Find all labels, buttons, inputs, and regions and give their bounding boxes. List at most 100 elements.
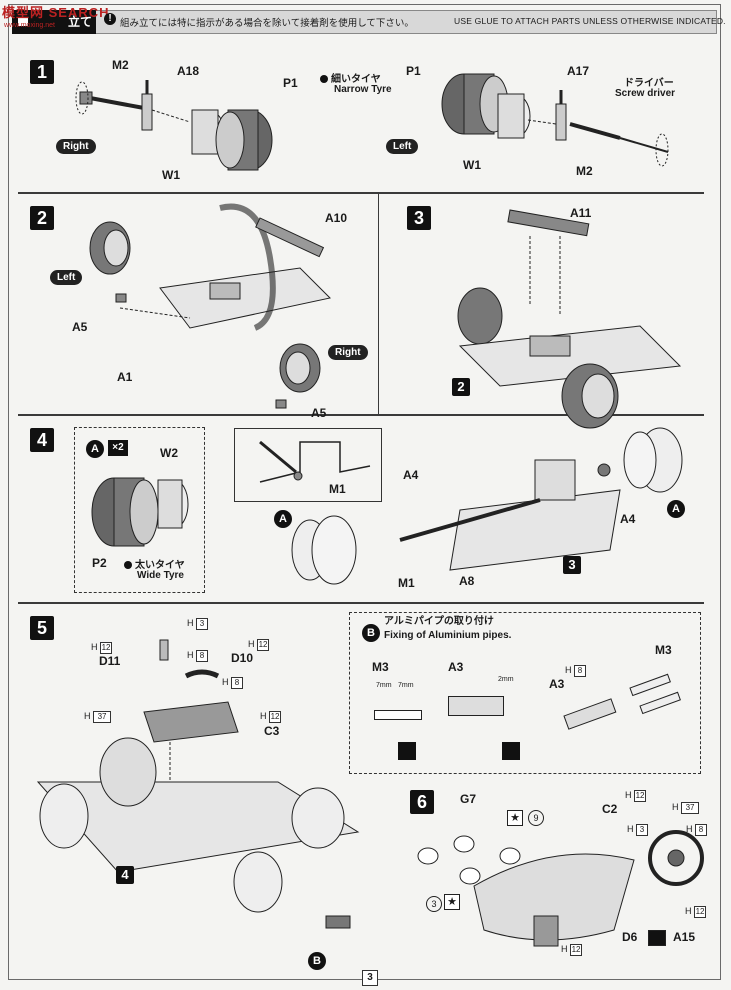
hcode-wheel-3: H 3 [627, 824, 649, 836]
step1-right-assembly [441, 73, 669, 167]
label-w1-right: W1 [463, 158, 481, 172]
divider-1 [18, 192, 704, 194]
label-a5-left: A5 [72, 320, 88, 334]
divider-v [378, 194, 379, 414]
narrow-tyre-en: Narrow Tyre [334, 84, 392, 95]
step4-detail-box [234, 428, 382, 502]
hcode-c3-12: H 12 [260, 711, 282, 723]
step-2-number: 2 [30, 206, 54, 230]
label-d10: D10 [231, 651, 254, 665]
hcode-d11-8: H 8 [187, 650, 209, 662]
circle-a-sub: A [86, 440, 104, 458]
glue-icon-2 [502, 742, 520, 760]
circle-b-chassis: B [308, 952, 326, 970]
step-6-number: 6 [410, 790, 434, 814]
label-a11: A11 [570, 206, 592, 220]
ref-step-3: 3 [563, 556, 581, 574]
step5-chassis-drawing [36, 639, 360, 929]
label-a5-right: A5 [311, 406, 327, 420]
ref-step-2: 2 [452, 378, 470, 396]
pipes-title-jp: アルミパイプの取り付け [384, 616, 494, 627]
label-a17: A17 [567, 64, 590, 78]
hcode-c3-37: H 37 [84, 711, 112, 723]
step-3-number: 3 [407, 206, 431, 230]
step4-subassembly-box [74, 427, 205, 593]
page-number: 3 [362, 970, 378, 986]
driver-jp: ドライバー [624, 78, 674, 89]
label-m1-detail: M1 [329, 482, 346, 496]
step4-rear-axle-drawing [291, 427, 683, 585]
hcode-wheel-37: H 37 [672, 802, 700, 814]
label-m3-assembly: M3 [655, 643, 672, 657]
label-a4-left: A4 [403, 468, 419, 482]
dim-7mm-b: 7mm [398, 682, 414, 689]
driver-en: Screw driver [615, 88, 676, 99]
a3-m3-assembly-drawing [563, 673, 681, 730]
label-a18: A18 [177, 64, 200, 78]
badge-right-step1: Right [56, 139, 96, 154]
pipe-segment [374, 710, 422, 720]
warning-icon: ! [104, 13, 116, 25]
label-c2: C2 [602, 802, 618, 816]
hcode-c2-12: H 12 [625, 790, 647, 802]
hcode-d11-12: H 12 [91, 642, 113, 654]
a3-part [448, 696, 504, 716]
hcode-a3-8: H 8 [565, 665, 587, 677]
label-p1-left: P1 [283, 76, 298, 90]
ref-step-4: 4 [116, 866, 134, 884]
step4-detail-drawing [259, 440, 371, 483]
label-p1-right: P1 [406, 64, 421, 78]
hcode-d10-12: H 12 [248, 639, 270, 651]
glue-icon-1 [398, 742, 416, 760]
step6-dashboard-drawing [417, 830, 704, 947]
hcode-d10-8: H 8 [222, 677, 244, 689]
label-g7: G7 [460, 792, 477, 806]
circle-3: 3 [426, 896, 442, 912]
label-w1-left: W1 [162, 168, 180, 182]
badge-left-step2: Left [50, 270, 83, 285]
step3-chassis-drawing [457, 209, 682, 429]
hcode-wheel-12: H 12 [685, 906, 707, 918]
header-bar [12, 10, 717, 34]
circle-b-pipes: B [362, 624, 380, 642]
circle-a-left: A [274, 510, 292, 528]
label-a15: A15 [673, 930, 696, 944]
badge-right-step2: Right [328, 345, 368, 360]
label-m2-right: M2 [576, 164, 593, 178]
hcode-dash-12: H 12 [561, 944, 583, 956]
label-m1: M1 [398, 576, 415, 590]
label-a3-assembly: A3 [549, 677, 565, 691]
label-a8: A8 [459, 574, 475, 588]
watermark: 模型网 SEARCH [2, 5, 110, 20]
step1-left-assembly [75, 80, 273, 171]
multiplier-badge: ×2 [108, 440, 128, 456]
label-a4-right: A4 [620, 512, 636, 526]
label-m2-left: M2 [112, 58, 129, 72]
hcode-wheel-8: H 8 [686, 824, 708, 836]
wide-tyre-jp: 太いタイヤ [124, 556, 185, 571]
step-5-number: 5 [30, 616, 54, 640]
divider-3 [18, 602, 704, 604]
pipes-title-en: Fixing of Aluminium pipes. [384, 630, 512, 641]
label-a1: A1 [117, 370, 133, 384]
header-en-text: USE GLUE TO ATTACH PARTS UNLESS OTHERWIS… [454, 16, 726, 26]
label-c3: C3 [264, 724, 280, 738]
label-a10: A10 [325, 211, 348, 225]
watermark-url: www.moxing.net [4, 22, 55, 29]
star-icon-9: ★ [507, 810, 523, 826]
label-a3: A3 [448, 660, 464, 674]
narrow-tyre-jp: 細いタイヤ [320, 70, 381, 85]
label-m3: M3 [372, 660, 389, 674]
divider-2 [18, 414, 704, 416]
header-tab: 立て [12, 10, 96, 34]
circle-a-right: A [667, 500, 685, 518]
header-jp-text: 組み立てには特に指示がある場合を除いて接着剤を使用して下さい。 [120, 18, 414, 29]
dim-7mm-a: 7mm [376, 682, 392, 689]
label-w2: W2 [160, 446, 178, 460]
step-1-number: 1 [30, 60, 54, 84]
label-d11: D11 [99, 654, 121, 668]
step-4-number: 4 [30, 428, 54, 452]
wide-tyre-en: Wide Tyre [137, 570, 184, 581]
wide-tyre-drawing [91, 477, 189, 547]
hcode-d11-3: H 3 [187, 618, 209, 630]
